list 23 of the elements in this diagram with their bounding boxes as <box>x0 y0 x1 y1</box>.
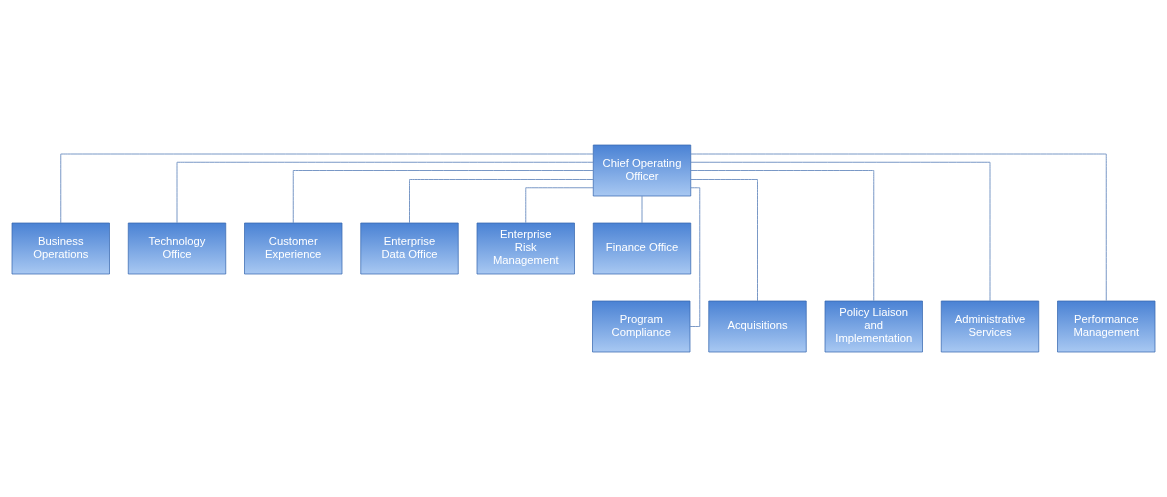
connector <box>60 153 594 224</box>
connector <box>690 179 758 302</box>
node-box: Enterprise Data Office <box>360 222 459 275</box>
node-box: Policy Liaison and Implementation <box>824 300 923 353</box>
connector <box>176 161 594 224</box>
connector <box>690 153 1107 302</box>
node-box: Enterprise Risk Management <box>476 222 575 275</box>
node-box: Performance Management <box>1057 300 1156 353</box>
node-box: Program Compliance <box>592 300 691 353</box>
node-box: Customer Experience <box>244 222 343 275</box>
connector <box>689 187 701 327</box>
node-box: Chief Operating Officer <box>592 144 692 197</box>
node-box: Administrative Services <box>940 300 1040 353</box>
connector <box>690 170 875 302</box>
connector <box>292 170 594 224</box>
connector <box>525 187 594 224</box>
connector <box>409 179 594 224</box>
node-box: Finance Office <box>592 222 692 275</box>
connector <box>690 161 991 302</box>
node-box: Acquisitions <box>708 300 807 353</box>
node-box: Technology Office <box>127 222 227 275</box>
node-box: Business Operations <box>11 222 110 275</box>
connector <box>641 195 643 224</box>
